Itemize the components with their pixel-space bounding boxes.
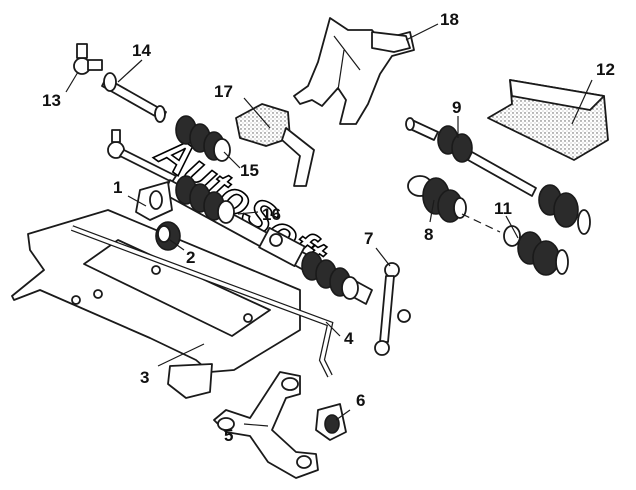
- assembly-line-8-11: [461, 213, 501, 233]
- part-18-bracket: [293, 17, 415, 125]
- part-12-skid-plate: [487, 79, 609, 161]
- callout-12: 12: [596, 60, 615, 79]
- part-11-outer-cv-joint: [503, 225, 569, 276]
- boot-right: [301, 251, 359, 300]
- part-3-subframe: [11, 209, 301, 399]
- boot-left-lower: [175, 175, 235, 224]
- callout-17: 17: [214, 82, 233, 101]
- callout-14: 14: [132, 41, 151, 60]
- callout-6: 6: [356, 391, 365, 410]
- callout-5: 5: [224, 426, 233, 445]
- part-5-lower-control-arm: [213, 371, 319, 479]
- part-14-inner-tie-rod: [101, 72, 167, 123]
- callout-15: 15: [240, 161, 259, 180]
- rack-housing-mid: [258, 226, 306, 268]
- callout-1: 1: [113, 178, 122, 197]
- leader-lines: [65, 23, 593, 427]
- part-8-cv-boot: [407, 175, 467, 223]
- part-1-bush-clamp: [135, 181, 173, 221]
- callout-11: 11: [494, 199, 512, 218]
- part-9-drive-shaft: [405, 117, 591, 235]
- part-6-bushing-bracket: [315, 403, 347, 441]
- callout-9: 9: [452, 98, 461, 117]
- part-2-bushing: [155, 221, 181, 251]
- callout-2: 2: [186, 248, 195, 267]
- callout-4: 4: [344, 329, 354, 348]
- callout-16: 16: [262, 205, 281, 224]
- callout-13: 13: [42, 91, 61, 110]
- callout-7: 7: [364, 229, 373, 248]
- part-13-tie-rod-end: [73, 43, 103, 75]
- callout-3: 3: [140, 368, 149, 387]
- callout-labels: 1 2 3 4 5 6 7 8 9 11 12 13 14 15 16 17 1…: [42, 10, 615, 445]
- part-15-steering-rack: [163, 115, 373, 305]
- boot-left-upper: [175, 115, 231, 162]
- callout-18: 18: [440, 10, 459, 29]
- callout-8: 8: [424, 225, 433, 244]
- part-7-stabilizer-link: [374, 262, 411, 356]
- part-4-stabilizer-bar: [70, 225, 334, 378]
- part-17-steering-cover: [235, 103, 315, 187]
